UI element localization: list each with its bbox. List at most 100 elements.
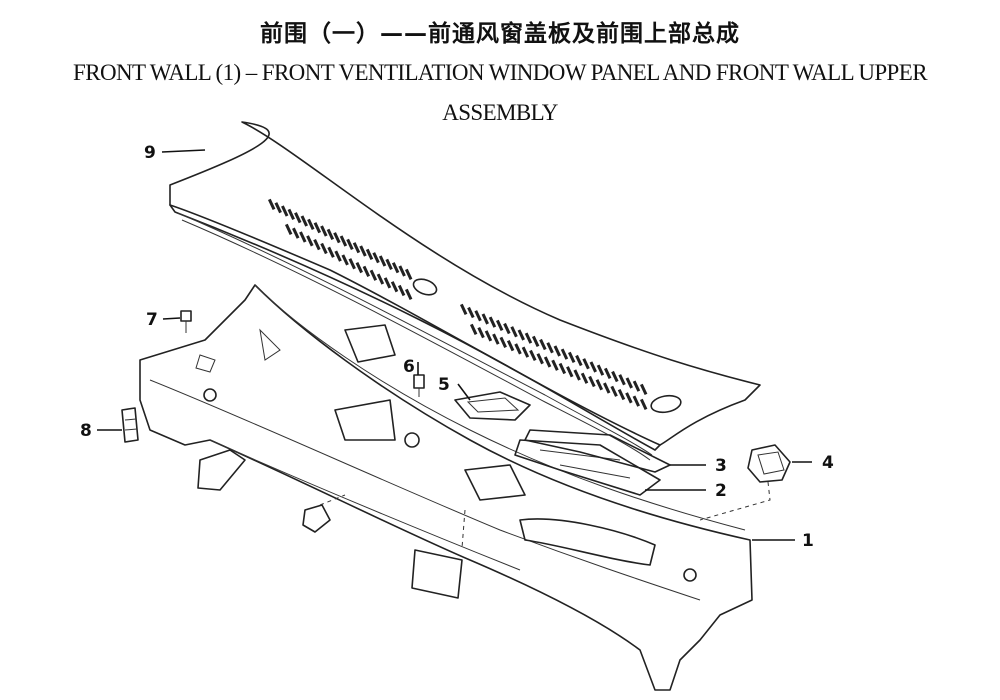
vent-slot (532, 335, 540, 347)
vent-slot (484, 330, 493, 342)
vent-slot (327, 246, 335, 258)
callout-2: 2 (715, 481, 727, 501)
vent-slot (573, 369, 581, 381)
vent-slot (611, 370, 619, 383)
vent-slot (459, 303, 468, 315)
vent-slot (320, 225, 328, 237)
vent-slot (560, 348, 569, 360)
vent-slot (575, 354, 583, 367)
vent-slot (640, 383, 648, 395)
vent-slot (524, 332, 533, 344)
vent-slot (398, 265, 406, 277)
vent-slot (568, 351, 576, 363)
vent-slot (477, 326, 485, 339)
callout-8: 8 (80, 421, 92, 441)
part-4-bracket (747, 444, 791, 483)
vent-slot (467, 306, 475, 319)
part-5-support-plate (454, 391, 531, 421)
leader-5 (457, 383, 471, 401)
vent-slot (333, 232, 341, 244)
vent-slot (582, 358, 590, 370)
vent-slot (307, 218, 315, 230)
vent-slot (495, 319, 504, 331)
vent-slot (391, 262, 400, 274)
vent-slot (536, 353, 544, 365)
vent-slot (596, 364, 605, 376)
vent-slot (517, 329, 525, 341)
vent-slot (405, 268, 413, 280)
part-7-stud (180, 310, 192, 333)
callout-6: 6 (403, 357, 415, 377)
vent-slot (390, 281, 399, 293)
vent-slot (595, 379, 604, 391)
vent-slot (506, 340, 515, 352)
vent-slot (372, 252, 380, 264)
part-3-reinforcement-plate (524, 429, 671, 473)
vent-slot (352, 242, 361, 254)
part-8-hinge-bracket (121, 407, 139, 443)
vent-slot (313, 222, 322, 234)
vent-slot (499, 336, 507, 349)
vent-slot (287, 208, 295, 220)
vent-slot (348, 258, 356, 270)
vent-slot (521, 346, 530, 358)
vent-slot (474, 310, 482, 322)
vent-slot (632, 380, 641, 392)
vent-slot (492, 333, 500, 345)
vent-slot (470, 323, 478, 335)
vent-slot (313, 239, 321, 251)
vent-slot (281, 205, 289, 217)
vent-slot (365, 248, 374, 260)
vent-slot (339, 235, 348, 247)
vent-slot (539, 338, 547, 351)
callout-4: 4 (822, 453, 834, 473)
part-6-clip (344, 324, 425, 397)
vent-slot (588, 375, 596, 388)
vent-slot (378, 255, 387, 267)
vent-slot (558, 362, 567, 375)
vent-slot (346, 238, 354, 250)
vent-slot (566, 366, 574, 378)
vent-slot (551, 359, 559, 371)
part-1-front-wall-upper-assembly (139, 284, 753, 691)
vent-slot (625, 392, 633, 404)
vent-slot (355, 261, 363, 274)
vent-slot (543, 356, 552, 368)
part-9-cowl-cover-panel (169, 121, 761, 461)
vent-slot (553, 345, 561, 357)
vent-slot (306, 235, 314, 247)
vent-slot (546, 342, 554, 354)
vent-slot (503, 322, 511, 335)
vent-slot (285, 223, 293, 235)
vent-slot (529, 349, 537, 362)
vent-slot (300, 215, 308, 227)
vent-slot (632, 395, 640, 407)
vent-slot (292, 227, 300, 239)
leader-9 (161, 149, 206, 153)
vent-slot (481, 313, 489, 325)
vent-slot (299, 231, 307, 243)
title-english-line2: ASSEMBLY (442, 100, 558, 125)
vent-slot (383, 277, 392, 289)
vent-slot (603, 382, 611, 394)
loose-brackets (197, 449, 463, 599)
vent-slot (618, 374, 626, 386)
vent-slot (359, 245, 367, 257)
vent-slot (369, 269, 378, 281)
vent-slot (385, 258, 393, 270)
vent-slot (376, 273, 385, 285)
vent-slot (580, 372, 589, 384)
vent-slot (397, 284, 406, 297)
vent-slot (268, 198, 276, 210)
vent-slot (341, 254, 349, 266)
title-chinese: 前围（一）——前通风窗盖板及前围上部总成 (260, 21, 740, 47)
vent-slot (326, 228, 335, 240)
callout-1: 1 (802, 531, 814, 551)
vent-slot (610, 385, 618, 397)
vent-slot (640, 398, 648, 410)
callout-5: 5 (438, 375, 450, 395)
callout-9: 9 (144, 143, 156, 163)
vent-slot (589, 361, 597, 373)
vent-slot (625, 377, 633, 389)
